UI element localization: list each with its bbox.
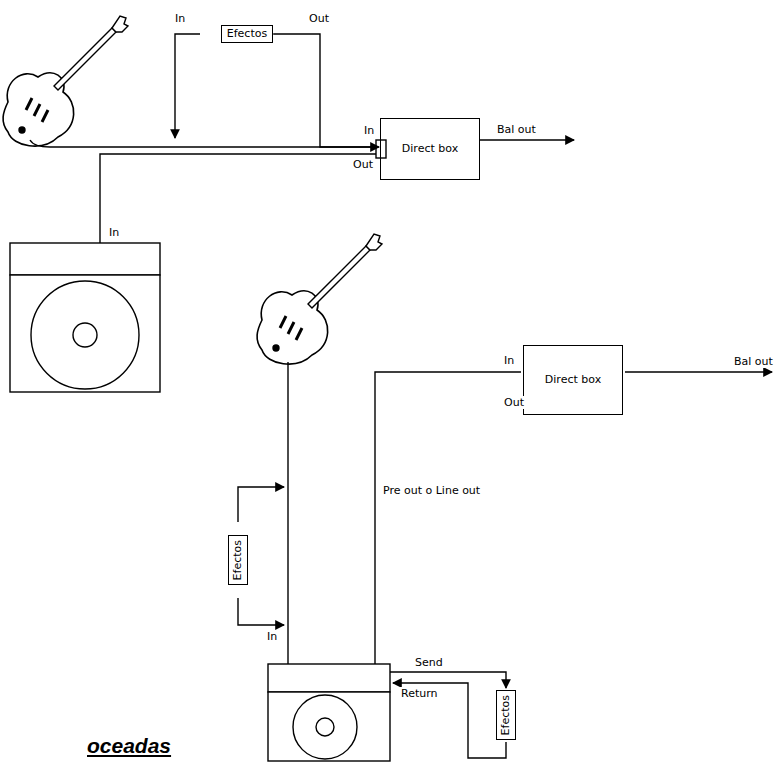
port-label: In (108, 226, 120, 239)
box-text: Efectos (227, 27, 267, 40)
box-text: Efectos (231, 540, 244, 580)
port-label: In (363, 124, 375, 137)
port-label: Out (352, 158, 374, 171)
port-label: Return (400, 687, 439, 700)
port-label: Out (503, 396, 525, 409)
box-text: Direct box (402, 142, 458, 155)
port-label: Bal out (733, 355, 774, 368)
effects-box: Efectos (228, 535, 247, 585)
box-text: Direct box (545, 373, 601, 386)
port-label: Pre out o Line out (382, 484, 481, 497)
box-text: Efectos (499, 695, 512, 735)
direct-box: Direct box (380, 118, 480, 180)
heading-fragment: oceadas (86, 733, 172, 758)
port-label: In (266, 630, 278, 643)
port-label: Out (308, 12, 330, 25)
port-label: Bal out (496, 123, 537, 136)
port-label: Send (414, 656, 444, 669)
port-label: In (503, 354, 515, 367)
port-label: In (174, 12, 186, 25)
direct-box: Direct box (523, 345, 623, 415)
effects-box: Efectos (496, 690, 515, 740)
signal-connector (273, 34, 379, 147)
effects-box: Efectos (221, 25, 273, 42)
